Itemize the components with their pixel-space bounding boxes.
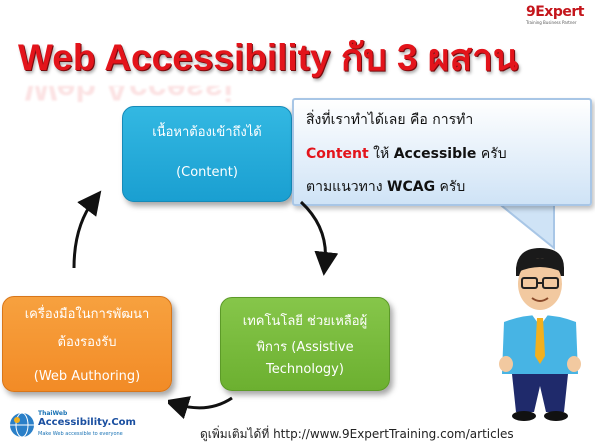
arrow-authoring-to-content <box>72 190 102 269</box>
twa-brand: Accessibility.Com <box>38 417 136 428</box>
page-title: Web Accessibility กับ 3 ผสาน <box>18 37 519 78</box>
assistive-box-line1: เทคโนโลยี ช่วยเหลือผู้ <box>242 314 368 329</box>
twa-brand-small: ThaiWeb <box>38 410 68 417</box>
bubble-wcag-word: WCAG <box>387 179 436 195</box>
bubble-line2-mid: ให้ <box>368 146 394 162</box>
bubble-line2: Content ให้ Accessible ครับ <box>306 143 580 165</box>
bubble-line3-end: ครับ <box>435 179 466 195</box>
bubble-line1: สิ่งที่เราทำได้เลย คือ การทำ <box>306 112 474 128</box>
authoring-box-line1: เครื่องมือในการพัฒนา <box>24 307 150 322</box>
speech-bubble: สิ่งที่เราทำได้เลย คือ การทำ Content ให้… <box>292 98 592 253</box>
bubble-line3: ตามแนวทาง WCAG ครับ <box>306 176 580 198</box>
logo-tagline: Training Business Partner <box>526 20 577 25</box>
speech-bubble-body: สิ่งที่เราทำได้เลย คือ การทำ Content ให้… <box>292 98 592 206</box>
assistive-box-line2: พิการ (Assistive <box>256 340 354 355</box>
logo-brand: 9Expert <box>526 4 584 20</box>
assistive-box-line3: Technology) <box>266 362 344 377</box>
content-box: เนื้อหาต้องเข้าถึงได้ (Content) <box>122 106 292 202</box>
assistive-technology-box: เทคโนโลยี ช่วยเหลือผู้ พิการ (Assistive … <box>220 297 390 391</box>
content-box-line1: เนื้อหาต้องเข้าถึงได้ <box>152 125 262 140</box>
web-authoring-box: เครื่องมือในการพัฒนา ต้องรองรับ (Web Aut… <box>2 296 172 392</box>
content-box-line2: (Content) <box>176 165 238 180</box>
arrow-assistive-to-authoring <box>168 396 233 420</box>
bubble-line3-start: ตามแนวทาง <box>306 179 388 195</box>
thaiwebaccessibility-logo: ThaiWeb Accessibility.Com Make Web acces… <box>8 410 136 444</box>
authoring-box-line2: ต้องรองรับ <box>57 335 117 350</box>
9expert-logo: 9Expert Training Business Partner <box>526 5 588 27</box>
authoring-box-line3: (Web Authoring) <box>33 369 141 384</box>
globe-icon <box>10 412 34 438</box>
bubble-accessible-word: Accessible <box>393 146 477 162</box>
presenter-illustration <box>499 248 581 421</box>
footer-url-text: ดูเพิ่มเติมได้ที่ http://www.9ExpertTrai… <box>200 427 514 441</box>
bubble-line2-end: ครับ <box>476 146 507 162</box>
arrow-content-to-assistive <box>299 200 339 276</box>
twa-tagline: Make Web accessible to everyone <box>38 431 123 437</box>
bubble-content-word: Content <box>306 146 369 162</box>
